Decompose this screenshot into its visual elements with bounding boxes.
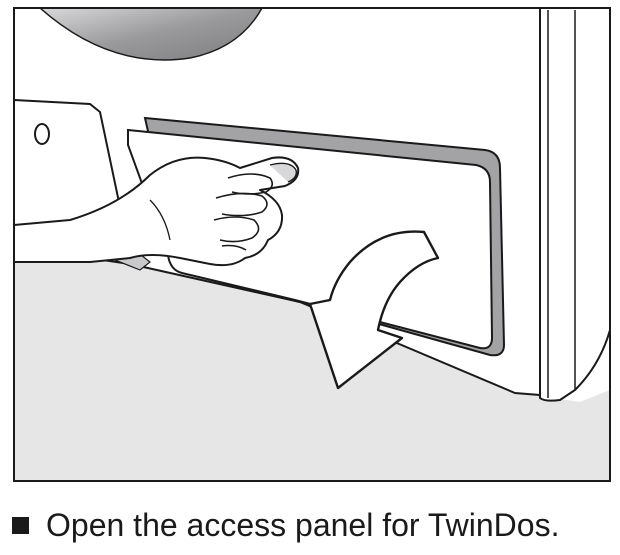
illustration-frame bbox=[13, 7, 611, 482]
instruction-caption: Open the access panel for TwinDos. bbox=[12, 502, 612, 548]
square-bullet-icon bbox=[12, 516, 29, 534]
hand-icon bbox=[14, 156, 300, 267]
finger-line-4 bbox=[221, 244, 247, 251]
instruction-text: Open the access panel for TwinDos. bbox=[46, 506, 560, 543]
finger-line-3 bbox=[213, 216, 260, 243]
arrow-down-left-icon bbox=[308, 230, 440, 390]
knob-icon bbox=[34, 123, 50, 145]
finger-line-2 bbox=[215, 192, 268, 217]
palm-line bbox=[149, 199, 171, 241]
instruction-illustration bbox=[13, 7, 611, 482]
fingernail bbox=[269, 162, 298, 183]
floor bbox=[14, 245, 610, 481]
door-ring bbox=[38, 8, 263, 61]
